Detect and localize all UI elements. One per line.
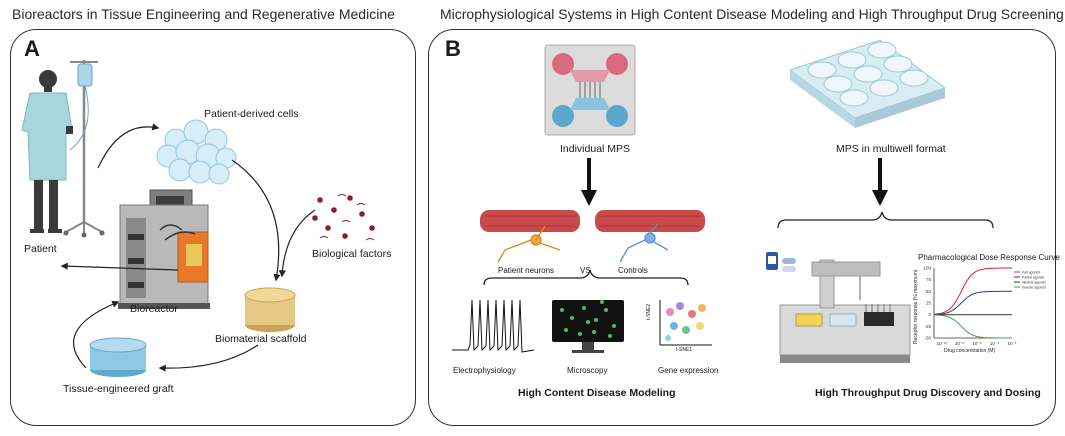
dose-legend-label: Inverse agonist (1022, 286, 1046, 290)
iv-stand-icon (63, 60, 105, 238)
biological-factors-icon (312, 194, 375, 241)
content-section-title: High Content Disease Modeling (518, 387, 676, 399)
microscopy-label: Microscopy (567, 366, 608, 375)
dose-chart-ytick: 100 (923, 266, 931, 271)
panel-a-letter: A (24, 36, 40, 61)
content-bracket (483, 269, 689, 286)
panel-b-letter: B (445, 36, 461, 61)
dose-response-chart: 100 75 50 25 0 -25 -50 10⁻¹⁰ 10⁻⁸ 10⁻⁶ 10⁻⁴ 10⁻² Ful… (923, 266, 1045, 347)
dose-curve (933, 267, 1012, 315)
dose-chart-ytick: 75 (926, 277, 932, 282)
dose-chart-ytick: 25 (926, 301, 932, 306)
right-panel-header: Microphysiological Systems in High Conte… (440, 6, 1064, 22)
tissue-engineered-graft-label: Tissue-engineered graft (63, 383, 174, 395)
panel-a-frame (10, 29, 416, 426)
patient-derived-cells-label: Patient-derived cells (204, 108, 299, 120)
scaffold-icon (244, 287, 296, 332)
dose-chart-ytick: 50 (926, 289, 932, 294)
dose-legend-label: Partial agonist (1022, 276, 1044, 280)
throughput-section-title: High Throughput Drug Discovery and Dosin… (815, 387, 1041, 399)
dose-legend-label: Neutral agonist (1022, 281, 1046, 285)
muscle-fiber-icons (480, 210, 705, 232)
panel-a-arrows (60, 123, 316, 372)
dose-chart-xtick: 10⁻⁶ (972, 341, 981, 346)
dose-chart-xtick: 10⁻⁸ (955, 341, 964, 346)
electrophysiology-label: Electrophysiology (453, 366, 516, 375)
tsne2-label: t-SNE2 (646, 303, 652, 320)
controls-label: Controls (618, 266, 648, 275)
patient-label: Patient (24, 243, 57, 255)
control-neuron-icon (619, 223, 669, 263)
tsne-plot-icon (659, 300, 712, 346)
microscopy-monitor-icon (552, 300, 624, 353)
cells-cluster-icon (156, 119, 237, 185)
multiwell-mps-label: MPS in multiwell format (836, 143, 946, 155)
vs-label: VS (580, 266, 591, 275)
biomaterial-scaffold-label: Biomaterial scaffold (215, 333, 307, 345)
patient-neurons-label: Patient neurons (498, 266, 555, 275)
down-arrow-icons (581, 158, 888, 206)
mps-chip-icon (544, 44, 636, 136)
dose-chart-xtick: 10⁻¹⁰ (937, 341, 948, 346)
liquid-handler-robot-icon (779, 259, 911, 363)
bioreactor-label: Bioreactor (130, 303, 178, 315)
biological-factors-label: Biological factors (312, 248, 392, 260)
tissue-graft-icon (89, 337, 147, 377)
dose-chart-xlabel: Drug concentration (M) (944, 348, 996, 354)
patient-figure-icon (21, 70, 73, 233)
dose-chart-title: Pharmacological Dose Response Curve (918, 253, 1060, 262)
dose-chart-ytick: 0 (928, 312, 931, 317)
individual-mps-label: Individual MPS (560, 143, 631, 155)
dose-chart-xtick: 10⁻⁴ (990, 341, 999, 346)
left-panel-header: Bioreactors in Tissue Engineering and Re… (12, 6, 395, 22)
dose-curve (933, 314, 1012, 339)
dose-chart-xtick: 10⁻² (1008, 341, 1017, 346)
dose-curve (934, 290, 1012, 315)
dose-chart-ytick: -50 (924, 336, 931, 341)
gene-expression-label: Gene expression (658, 366, 719, 375)
bioreactor-machine-icon (118, 189, 210, 309)
drug-vial-icon (766, 252, 796, 272)
electrophysiology-trace-icon (452, 299, 535, 353)
dose-legend-label: Full agonist (1022, 271, 1040, 275)
dose-chart-ylabel: Receptor response (% maximum) (913, 269, 919, 344)
multiwell-plate-icon (788, 39, 947, 128)
tsne1-label: t-SNE1 (676, 347, 693, 353)
throughput-bracket (777, 211, 994, 229)
dose-chart-ytick: -25 (924, 324, 931, 329)
patient-neuron-icon (497, 225, 561, 263)
